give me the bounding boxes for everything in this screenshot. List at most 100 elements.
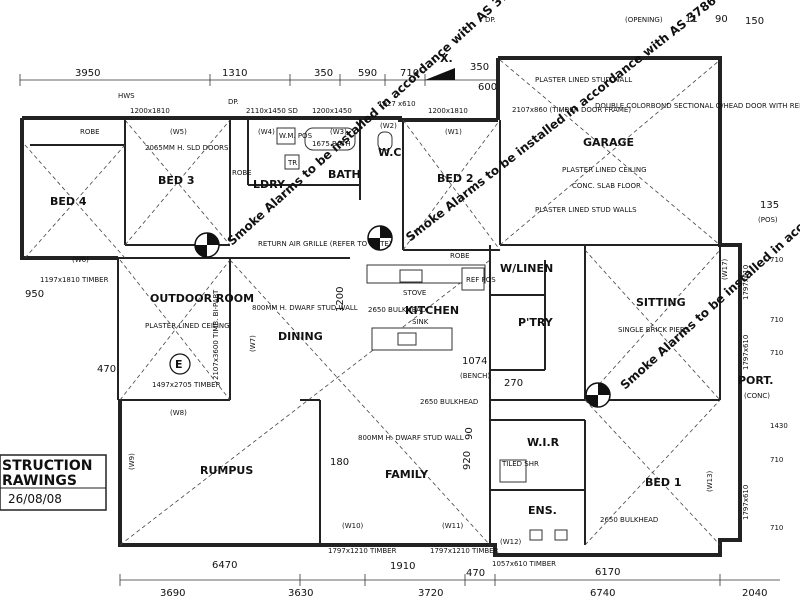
room-bed2: BED 2 — [437, 172, 474, 185]
outer-walls — [20, 56, 742, 557]
win-2110x1450: 2110x1450 SD — [246, 107, 298, 115]
note-sld-doors: 2065MM H. SLD DOORS — [145, 144, 229, 152]
note-tr: TR — [287, 159, 297, 167]
room-dining: DINING — [278, 330, 323, 343]
room-ptry: P'TRY — [518, 316, 554, 329]
note-return-air: RETURN AIR GRILLE (REFER TO NOTE) — [258, 240, 392, 248]
washing-machine-icon — [276, 127, 296, 145]
dim-right-1797a: 1797x610 — [742, 265, 750, 300]
fridge-space — [461, 267, 485, 291]
hws-label: HWS — [118, 92, 135, 100]
num-950: 950 — [25, 289, 44, 300]
header-90: 90 — [715, 14, 728, 25]
dp-label: DP. — [228, 98, 239, 106]
header-150: 150 — [745, 16, 764, 27]
dim-right-1797b: 1797x610 — [742, 335, 750, 370]
win-1200x1810b: 1200x1810 — [428, 107, 468, 115]
window-w4: (W4) — [258, 128, 275, 136]
win-1200x1450: 1200x1450 — [312, 107, 352, 115]
dim-bottom-2040: 2040 — [742, 588, 767, 599]
note-stove: STOVE — [403, 289, 426, 297]
north-arrow-icon — [425, 68, 455, 80]
note-colorbond: DOUBLE COLORBOND SECTIONAL O/HEAD DOOR W… — [595, 102, 800, 110]
num-1200: 1200 — [335, 287, 346, 312]
window-w9: (W9) — [128, 453, 136, 470]
window-w2: (W2) — [380, 122, 397, 130]
dim-710: 710 — [400, 68, 419, 79]
window-w7: (W7) — [249, 335, 257, 352]
dim-right-710c: 710 — [770, 349, 783, 357]
dim-right-710a: 710 — [770, 256, 783, 264]
num-270: 270 — [504, 378, 523, 389]
ceiling-diagonals — [24, 59, 721, 546]
room-bed3: BED 3 — [158, 174, 195, 187]
exhaust-symbol — [169, 353, 191, 375]
note-bench: (BENCH) — [460, 372, 490, 380]
stamp-line2: RAWINGS — [2, 473, 77, 489]
sink-icon — [397, 332, 417, 346]
note-dwarf-wall: 800MM H. DWARF STUD WALL — [252, 304, 358, 312]
dim-right-135: 135 — [760, 200, 779, 211]
note-timber-1797b: 1797x1210 TIMBER — [430, 547, 499, 555]
note-tiled-shr: TILED SHR — [501, 460, 539, 468]
num-920: 920 — [462, 451, 473, 470]
window-w10: (W10) — [342, 522, 364, 530]
note-conc-slab: CONC. SLAB FLOOR — [572, 182, 641, 190]
window-w6: (W6) — [72, 256, 89, 264]
header-opening: (OPENING) — [625, 16, 663, 24]
kitchen-bench — [366, 264, 486, 284]
room-wlinen: W/LINEN — [500, 262, 553, 275]
interior-walls — [30, 120, 721, 545]
note-timber-1497: 1497x2705 TIMBER — [152, 381, 221, 389]
num-470: 470 — [97, 364, 116, 375]
vanity-basin-icon — [529, 529, 543, 541]
dim-3950: 3950 — [75, 68, 100, 79]
dim-350b: 350 — [470, 62, 489, 73]
room-sitting: SITTING — [636, 296, 686, 309]
vanity-basin-icon-2 — [554, 529, 568, 541]
num-180: 180 — [330, 457, 349, 468]
note-outdoor-ceiling: PLASTER LINED CEILING — [145, 322, 230, 330]
dim-600: 600 — [478, 82, 497, 93]
room-garage: GARAGE — [583, 136, 634, 149]
top-dimension-line — [19, 74, 500, 86]
dim-right-710e: 710 — [770, 524, 783, 532]
win-1027x610: 1027 x610 — [378, 100, 416, 108]
note-timber-1797a: 1797x1210 TIMBER — [328, 547, 397, 555]
room-ldry: LDRY — [253, 178, 286, 191]
note-robe-3: ROBE — [450, 252, 470, 260]
window-w1: (W1) — [445, 128, 462, 136]
num-1074: 1074 — [462, 356, 487, 367]
dim-right-710b: 710 — [770, 316, 783, 324]
room-family: FAMILY — [385, 468, 429, 481]
room-wc: W.C — [378, 146, 402, 159]
note-timber-door: 2107x860 (TIMBER DOOR FRAME) — [512, 106, 631, 114]
bath-tub-icon — [304, 127, 356, 151]
note-single-brick: SINGLE BRICK PIERS — [618, 326, 690, 334]
note-timber-1057: 1057x610 TIMBER — [492, 560, 556, 568]
win-1200x1810: 1200x1810 — [130, 107, 170, 115]
window-w8: (W8) — [170, 409, 187, 417]
header-dp: DP. — [485, 16, 496, 24]
shower-icon — [499, 459, 527, 483]
stamp-line1: STRUCTION — [2, 458, 92, 474]
note-dwarf-wall-2: 800MM H. DWARF STUD WALL — [358, 434, 464, 442]
dim-350: 350 — [314, 68, 333, 79]
note-bath-1675: 1675 BATH — [312, 140, 351, 148]
room-bath: BATH — [328, 168, 361, 181]
num-6470: 6470 — [212, 560, 237, 571]
note-bi-part: 2107x3600 TIMB. BI-PART — [212, 289, 220, 380]
room-wir: W.I.R — [527, 436, 560, 449]
dim-right-1430: 1430 — [770, 422, 788, 430]
note-bulkhead-bed1: 2650 BULKHEAD — [600, 516, 658, 524]
smoke-note-1: Smoke Alarms to be installed in accordan… — [225, 0, 524, 248]
dim-bottom-1910: 1910 — [390, 561, 415, 572]
construction-stamp: STRUCTION RAWINGS 26/08/08 — [0, 454, 107, 511]
window-w17: (W17) — [721, 258, 729, 280]
room-outdoor: OUTDOOR ROOM — [150, 292, 254, 305]
dim-bottom-3690: 3690 — [160, 588, 185, 599]
smoke-alarm-icon — [194, 232, 220, 258]
header-11: 11 — [685, 14, 698, 25]
window-w13: (W13) — [706, 470, 714, 492]
